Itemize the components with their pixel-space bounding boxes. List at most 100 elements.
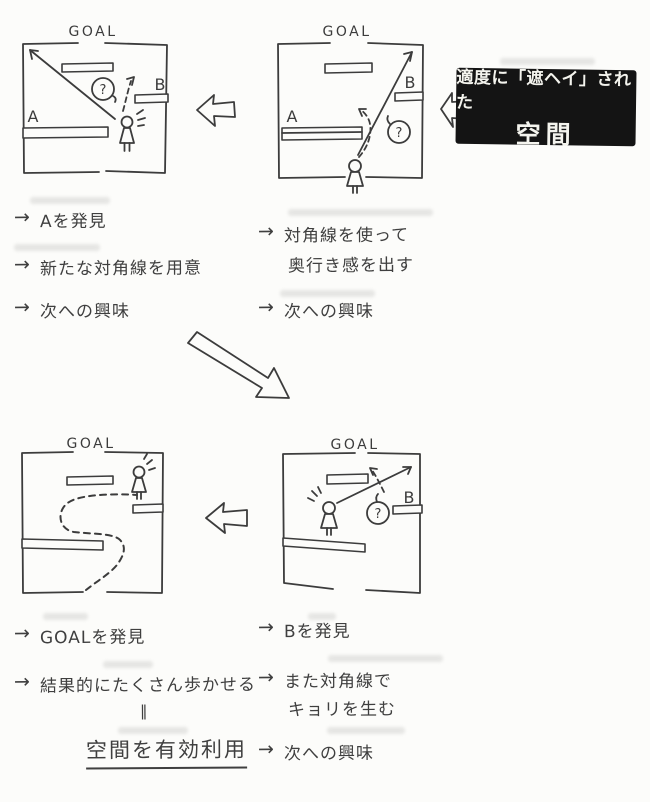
note-use-diagonal: → 対角線を使って [258, 220, 409, 246]
note-interest-next-2: → 次への興味 [257, 296, 375, 323]
question-bubble-circle [91, 77, 115, 101]
equals-mark: ‖ [140, 702, 149, 720]
ghost-text-smudge [43, 613, 88, 620]
stick-figure [131, 453, 156, 500]
dashed-intent-arrow [371, 469, 385, 493]
question-bubble: ? [91, 77, 117, 103]
note-text: GOALを発見 [39, 627, 146, 649]
panel-bottom-right: ? GOAL B [282, 437, 423, 594]
arrow-glyph: → [257, 296, 275, 319]
shelf-wall [66, 475, 114, 486]
question-bubble-tail [386, 115, 391, 125]
stick-figure [119, 109, 146, 152]
arrow-glyph: → [13, 622, 31, 645]
a-label: A [287, 107, 298, 126]
ghost-text-smudge [308, 613, 336, 620]
goal-label: GOAL [69, 24, 118, 40]
ghost-text-smudge [288, 209, 433, 216]
shelf-wall [61, 62, 114, 73]
note-text: 次への興味 [283, 301, 375, 323]
stick-figure [346, 159, 364, 194]
callout-line1: 適度に「遮ヘイ」された [455, 67, 632, 113]
question-bubble: ? [386, 115, 411, 144]
panel-top-left: ? GOAL A B [22, 24, 169, 174]
room-outline [282, 452, 421, 594]
b-wall [392, 504, 423, 515]
goal-label: GOAL [67, 436, 116, 452]
diagonal-arrowhead [29, 49, 39, 60]
ghost-text-smudge [30, 197, 110, 204]
arrow-glyph: → [257, 616, 275, 639]
question-bubble: ? [366, 493, 390, 525]
dashed-arrowhead [369, 467, 378, 476]
stick-figure-body [119, 127, 135, 144]
excitement-marks [136, 109, 146, 127]
note-sense-of-depth: 奥行き感を出す [288, 251, 414, 277]
left-long-wall [21, 538, 104, 551]
stick-figure-body [320, 513, 338, 529]
b-label: B [405, 73, 416, 92]
dashed-arrowhead [126, 76, 135, 86]
shelf-wall [326, 473, 369, 485]
question-mark-label: ? [375, 507, 382, 522]
dashed-arrowhead [358, 108, 367, 117]
diagonal-arrow-line [357, 51, 413, 156]
goal-label: GOAL [323, 24, 372, 40]
room-outline [21, 451, 164, 594]
ghost-text-smudge [328, 655, 443, 662]
note-again-diagonal: → また対角線で [257, 666, 393, 693]
arrow-glyph: → [13, 253, 31, 276]
s-curve-path [59, 493, 138, 591]
stick-figure [307, 486, 338, 536]
question-bubble-tail [112, 95, 117, 103]
note-discover-goal: → GOALを発見 [13, 622, 146, 649]
panel-bottom-left: GOAL [21, 436, 164, 594]
arrow-glyph: → [257, 220, 275, 243]
excitement-marks [307, 486, 322, 502]
arrow-glyph: → [13, 206, 31, 229]
stick-figure-legs [352, 185, 358, 194]
note-interest-next-1: → 次への興味 [14, 296, 131, 323]
stick-figure-legs [123, 142, 131, 152]
left-long-wall [282, 537, 366, 553]
a-wall [22, 126, 109, 139]
note-text: また対角線で [283, 671, 393, 693]
arrow-glyph: → [257, 666, 275, 689]
note-text: 新たな対角線を用意 [39, 258, 203, 280]
room-outline [22, 42, 168, 174]
stick-figure-legs [136, 491, 142, 500]
stick-figure-head [348, 159, 362, 173]
note-walk-a-lot: → 結果的にたくさん歩かせる [14, 670, 256, 697]
stick-figure-legs [326, 527, 332, 536]
note-create-distance: キョリを生む [288, 695, 396, 721]
dashed-intent-arrow [122, 80, 132, 112]
left-arrow-top [196, 94, 236, 127]
left-arrow-bottom [205, 502, 248, 534]
diagonal-arrowhead [402, 466, 412, 475]
note-interest-next-3: → 次への興味 [258, 738, 374, 765]
note-discover-b: → Bを発見 [257, 616, 351, 643]
note-text: 対角線を使って [283, 225, 410, 247]
ghost-text-smudge [500, 58, 595, 65]
question-bubble-circle [366, 501, 390, 525]
stick-figure-body [131, 477, 147, 493]
note-text: 次への興味 [39, 301, 131, 323]
ghost-text-smudge [103, 661, 153, 668]
excitement-marks [143, 453, 156, 471]
goal-label: GOAL [331, 437, 380, 453]
note-effective-use-of-space: 空間を有効利用 [85, 733, 248, 770]
callout-line2: 空間 [515, 119, 576, 149]
b-wall [394, 91, 424, 102]
panel-top-right: ? GOAL A B [277, 24, 424, 194]
stick-figure-body [346, 171, 364, 187]
big-diagonal-arrow [187, 331, 290, 399]
stick-figure-head [120, 115, 134, 129]
room-outline [277, 42, 424, 179]
shelf-wall [324, 62, 373, 74]
question-mark-label: ? [100, 83, 107, 98]
diagonal-arrow-line [29, 49, 116, 120]
note-text: 結果的にたくさん歩かせる [39, 675, 257, 697]
ghost-text-smudge [118, 727, 188, 734]
a-wall-inner-line [281, 131, 363, 134]
